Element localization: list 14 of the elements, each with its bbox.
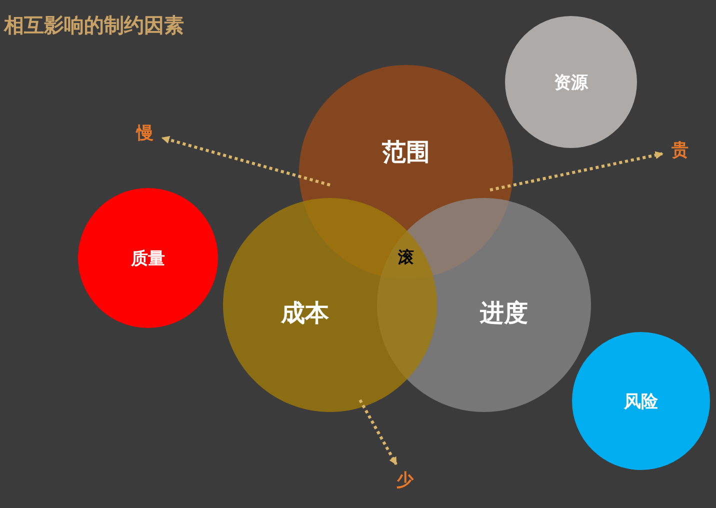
circle-label: 风险	[624, 390, 658, 412]
circle-label: 资源	[554, 72, 588, 94]
arrow	[490, 151, 664, 192]
arrow	[358, 399, 398, 466]
circle-label: 范围	[382, 137, 430, 168]
arrow	[161, 136, 330, 186]
direction-label: 少	[396, 468, 414, 492]
circle-label: 进度	[480, 298, 528, 329]
circle-label: 成本	[281, 298, 329, 329]
circle-label: 质量	[131, 248, 165, 270]
overlap-label: 滚	[398, 248, 414, 268]
direction-label: 贵	[672, 138, 688, 162]
direction-label: 慢	[136, 122, 154, 144]
title: 相互影响的制约因素	[4, 12, 184, 39]
